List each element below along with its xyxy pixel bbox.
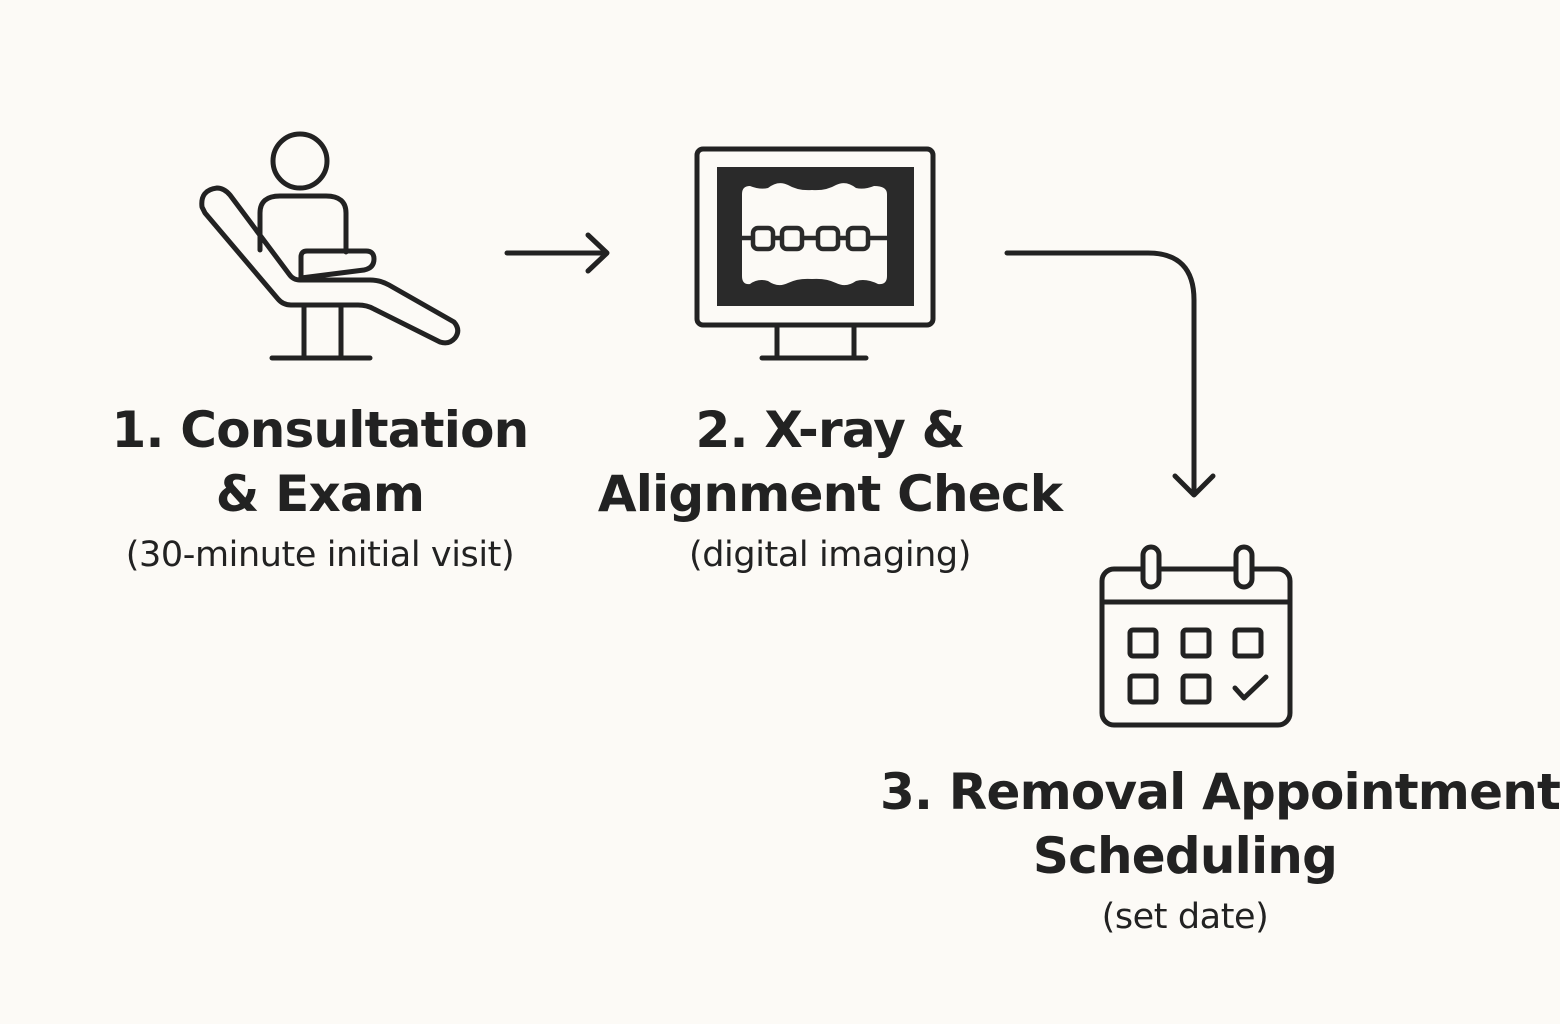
step-2-text: 2. X-ray & Alignment Check (digital imag… [590,398,1070,580]
teeth-shape [742,183,887,286]
step-1-subtitle: (30-minute initial visit) [125,535,515,575]
dental-chair-patient-icon [199,131,461,361]
step-3-title-line-2: Scheduling [1032,827,1338,885]
step-3-title-line-1: 3. Removal Appointment [880,763,1560,821]
step-1-title-line-1: 1. Consultation [111,401,530,459]
step-2-title-line-1: 2. X-ray & [695,401,966,459]
step-2-title-line-2: Alignment Check [597,465,1063,523]
step-1-title-line-2: & Exam [215,465,425,523]
calendar-check-icon [1099,544,1293,728]
step-2-subtitle: (digital imaging) [688,535,972,575]
step-3-subtitle: (set date) [1101,897,1269,937]
arrow-right-icon [504,232,610,274]
curved-arrow-down-icon [1004,250,1216,498]
step-1-text: 1. Consultation & Exam (30-minute initia… [110,398,530,580]
step-3-text: 3. Removal Appointment Scheduling (set d… [880,760,1560,942]
monitor-xray-braces-icon [694,146,936,361]
check-icon [1232,674,1269,701]
